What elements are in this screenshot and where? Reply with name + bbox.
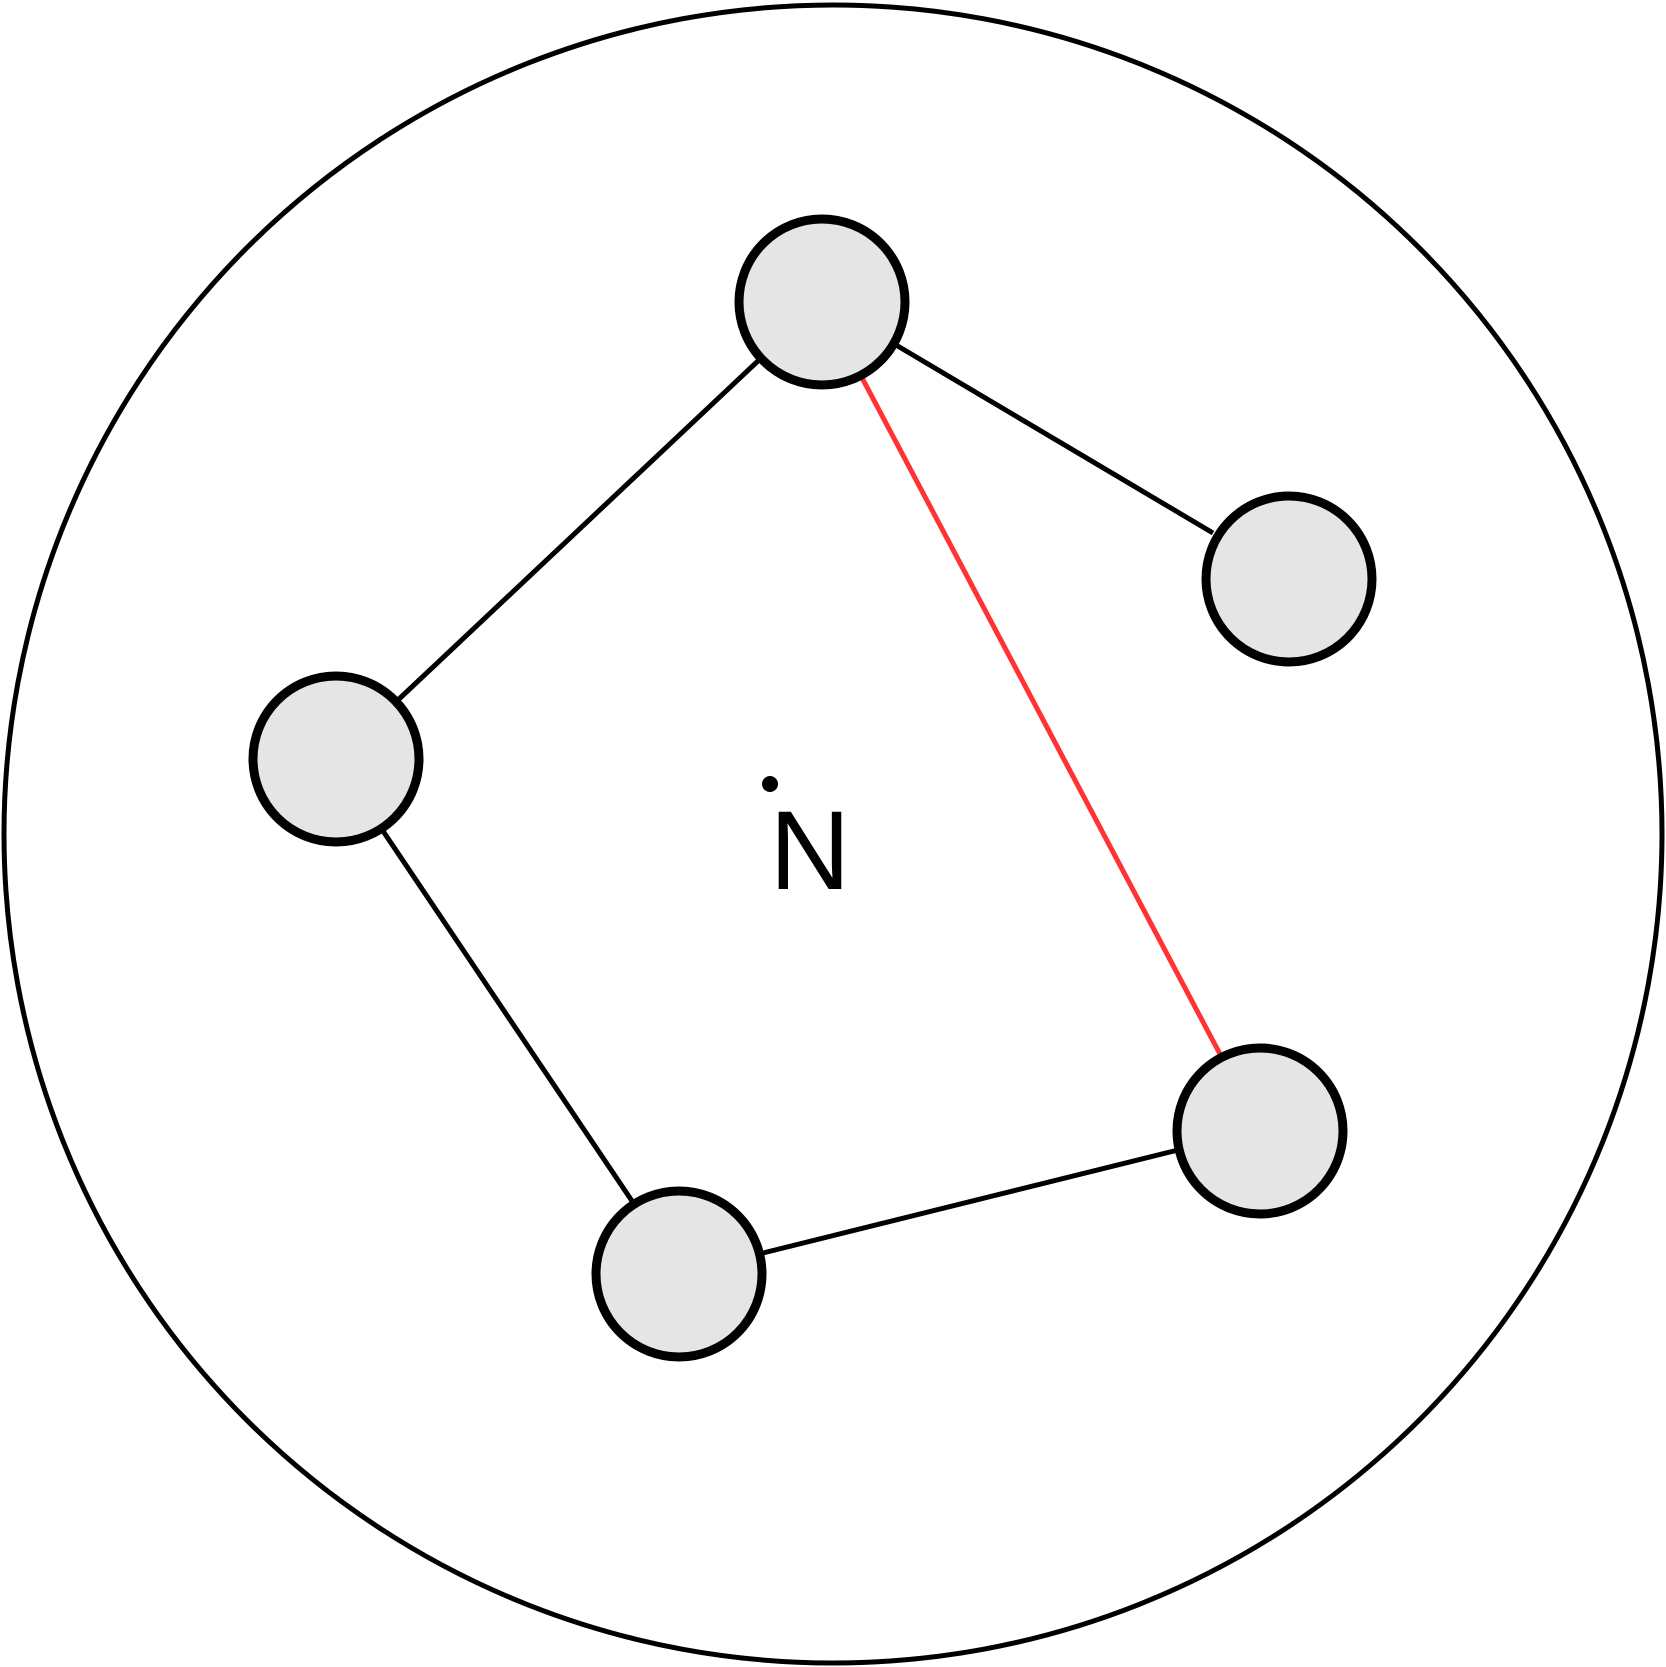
center-point [762, 776, 778, 792]
edges-group [380, 342, 1224, 1256]
edge-top-left [396, 358, 761, 702]
node-bottom [591, 1186, 767, 1362]
edge-left-bottom [380, 829, 635, 1203]
node-left [248, 671, 424, 847]
node-bottom-right [1172, 1043, 1348, 1219]
edge-top-bottom-right-highlighted [857, 372, 1224, 1058]
node-right [1201, 491, 1377, 667]
center-label: N [770, 788, 851, 913]
edge-bottom-bottom-right [762, 1147, 1179, 1256]
nodes-group [248, 214, 1377, 1362]
node-top [734, 214, 910, 390]
edge-top-right [894, 342, 1215, 536]
